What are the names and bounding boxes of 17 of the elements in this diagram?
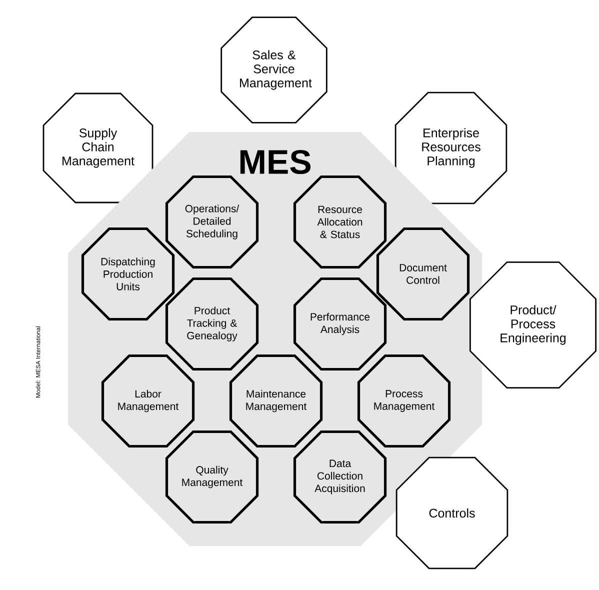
- octagon: Maintenance Management: [229, 354, 323, 448]
- octagon: Quality Management: [165, 430, 259, 524]
- octagon: Data Collection Acquisition: [293, 430, 387, 524]
- octagon: Labor Management: [101, 354, 195, 448]
- octagon: Operations/ Detailed Scheduling: [165, 175, 259, 269]
- node-label: Product/ Process Engineering: [500, 305, 566, 345]
- octagon: Supply Chain Management: [42, 92, 154, 204]
- octagon: Dispatching Production Units: [81, 227, 175, 321]
- octagon: Sales & Service Management: [220, 16, 328, 124]
- octagon: Performance Analysis: [293, 277, 387, 371]
- octagon: Product/ Process Engineering: [469, 261, 597, 389]
- octagon: Process Management: [357, 354, 451, 448]
- octagon: Enterprise Resources Planning: [394, 92, 508, 204]
- octagon: Controls: [396, 456, 508, 570]
- octagon: Document Control: [376, 227, 470, 321]
- octagon: Product Tracking & Genealogy: [165, 277, 259, 371]
- octagon: Resource Allocation & Status: [293, 175, 387, 269]
